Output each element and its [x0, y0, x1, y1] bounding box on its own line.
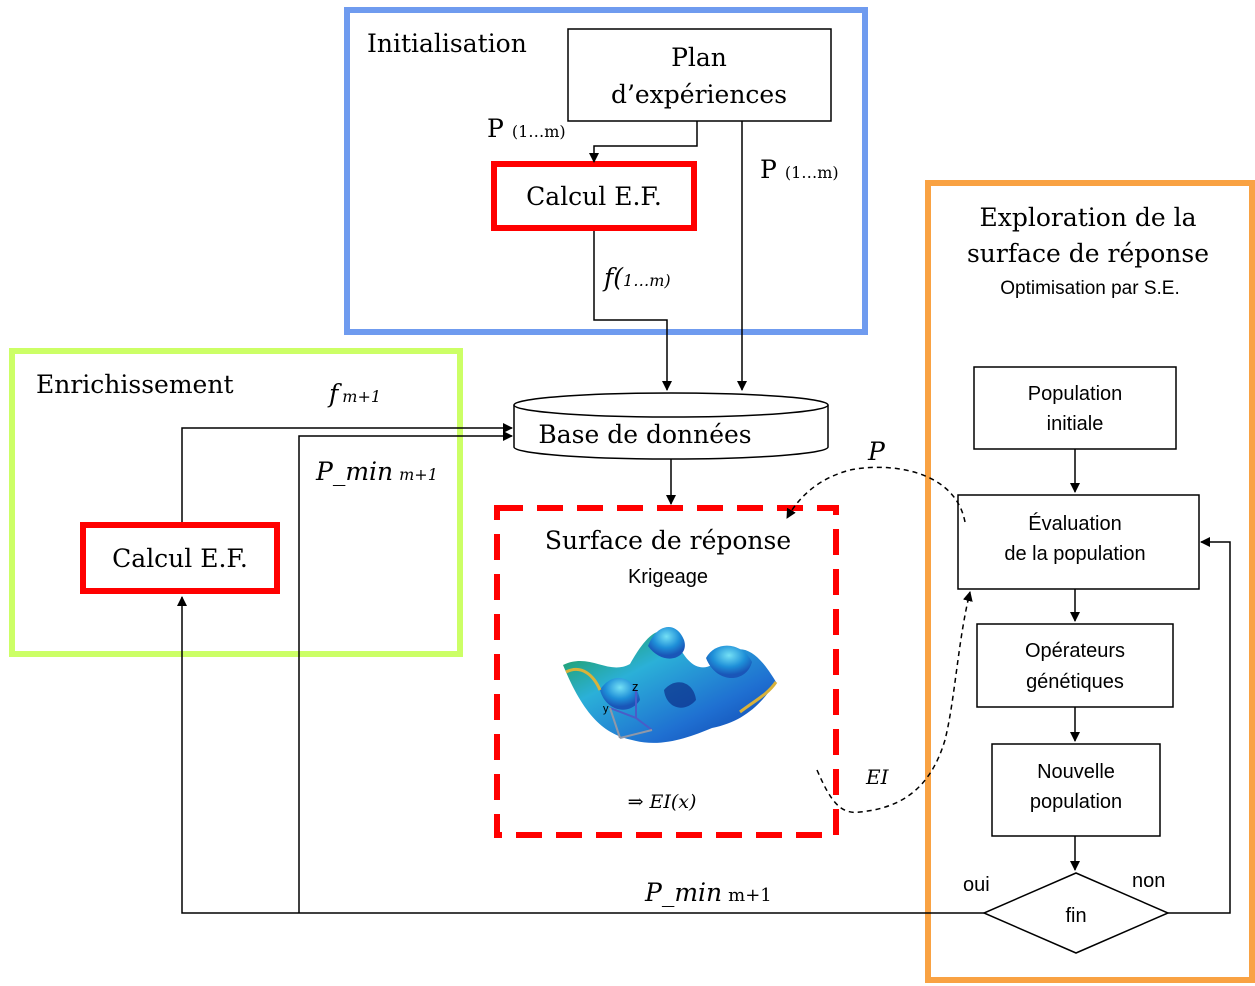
enrichissement-label: Enrichissement: [36, 370, 234, 399]
fin-decision-label: fin: [1065, 905, 1086, 927]
label-oui: oui: [963, 874, 990, 896]
operateurs-genetiques-line1: Opérateurs: [1025, 640, 1125, 662]
operateurs-genetiques-box: [976, 623, 1174, 708]
exploration-title-line1: Exploration de la: [979, 203, 1196, 232]
initialisation-label: Initialisation: [367, 29, 527, 58]
nouvelle-population-box: [991, 743, 1161, 837]
population-initiale-line2: initiale: [1047, 413, 1104, 435]
svg-text:y: y: [603, 703, 609, 715]
calcul-ef-left-label: Calcul E.F.: [112, 544, 248, 573]
label-p-1m-right: P(1…m): [760, 155, 839, 184]
arrow-fin-oui-to-calcul-ef: [177, 596, 984, 914]
label-f-1m: f(1…m): [602, 263, 671, 292]
arrow-calcul-ef-to-base: [593, 231, 672, 391]
svg-text:z: z: [632, 679, 639, 694]
surface-reponse-title: Surface de réponse: [545, 526, 791, 555]
nouvelle-population-line2: population: [1030, 791, 1122, 813]
surface-reponse-subtitle: Krigeage: [628, 566, 708, 588]
exploration-title-line2: surface de réponse: [967, 239, 1209, 268]
calcul-ef-top-box: [491, 161, 697, 231]
calcul-ef-left-box: [80, 522, 280, 594]
calcul-ef-top-label: Calcul E.F.: [526, 182, 662, 211]
enrichissement-group: [9, 348, 463, 657]
evaluation-population-line1: Évaluation: [1028, 512, 1121, 535]
label-p-1m-left: P(1…m): [487, 114, 566, 143]
plan-experiences-box: [567, 28, 832, 122]
arrow-fin-non-to-evaluation: [1168, 537, 1231, 914]
arrow-pmin-to-base: [298, 431, 513, 913]
operateurs-genetiques-line2: génétiques: [1026, 671, 1124, 693]
arrow-plan-to-calcul-ef: [589, 121, 698, 163]
arrow-calcul-ef-left-to-base-f: [181, 423, 513, 522]
evaluation-population-box: [957, 494, 1200, 590]
initialisation-group: [344, 7, 868, 335]
kriging-surface-plot-icon: z y: [563, 627, 778, 743]
label-ei: EI: [865, 765, 890, 789]
fin-decision-diamond: [982, 872, 1170, 954]
plan-experiences-line1: Plan: [671, 43, 727, 72]
base-donnees-cylinder: [513, 392, 829, 460]
exploration-subtitle: Optimisation par S.E.: [1000, 278, 1180, 299]
dashed-arrow-p-to-surface: [786, 466, 966, 523]
population-initiale-box: [973, 366, 1177, 450]
dashed-arrow-ei-to-evaluation: [816, 591, 973, 814]
label-p: P: [867, 437, 886, 466]
surface-reponse-box: [494, 505, 839, 838]
base-donnees-label: Base de données: [538, 420, 751, 449]
population-initiale-line1: Population: [1028, 383, 1123, 405]
surface-reponse-ei: ⇒ EI(x): [628, 791, 697, 813]
label-non: non: [1132, 870, 1165, 892]
nouvelle-population-line1: Nouvelle: [1037, 761, 1115, 783]
exploration-group: [925, 180, 1255, 983]
plan-experiences-line2: d’expériences: [611, 80, 787, 109]
evaluation-population-line2: de la population: [1004, 543, 1145, 565]
